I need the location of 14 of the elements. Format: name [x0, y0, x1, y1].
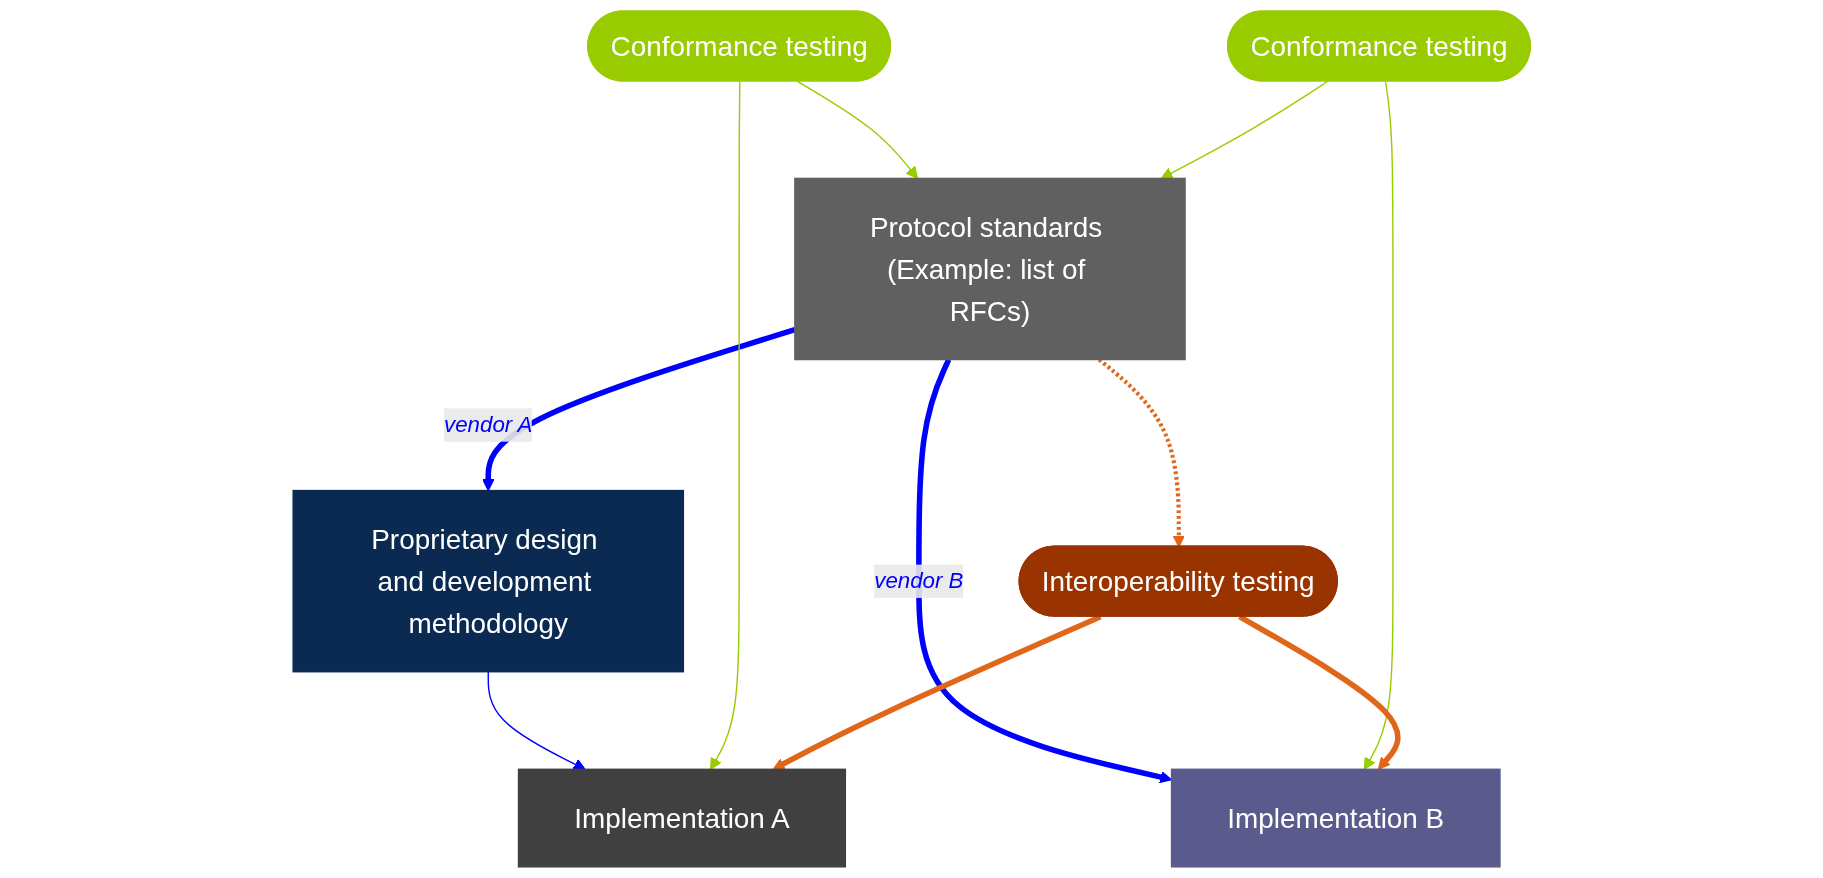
node-box: Proprietary design and development methodology: [292, 489, 684, 673]
node-box: Protocol standards (Example: list of RFCs): [793, 177, 1186, 361]
edge-label: vendor A: [443, 412, 533, 437]
arrow: [709, 80, 741, 770]
arrow: [772, 614, 1102, 770]
arrow: [797, 80, 918, 179]
edge-label: vendor B: [874, 568, 964, 593]
arrow: [1363, 80, 1394, 770]
arrow: [915, 358, 1172, 784]
arrow: [487, 671, 586, 770]
arrow: [1238, 614, 1401, 770]
arrow: [1160, 80, 1328, 179]
node-box: Implementation B: [1170, 768, 1501, 868]
node-box: Implementation A: [517, 768, 846, 868]
